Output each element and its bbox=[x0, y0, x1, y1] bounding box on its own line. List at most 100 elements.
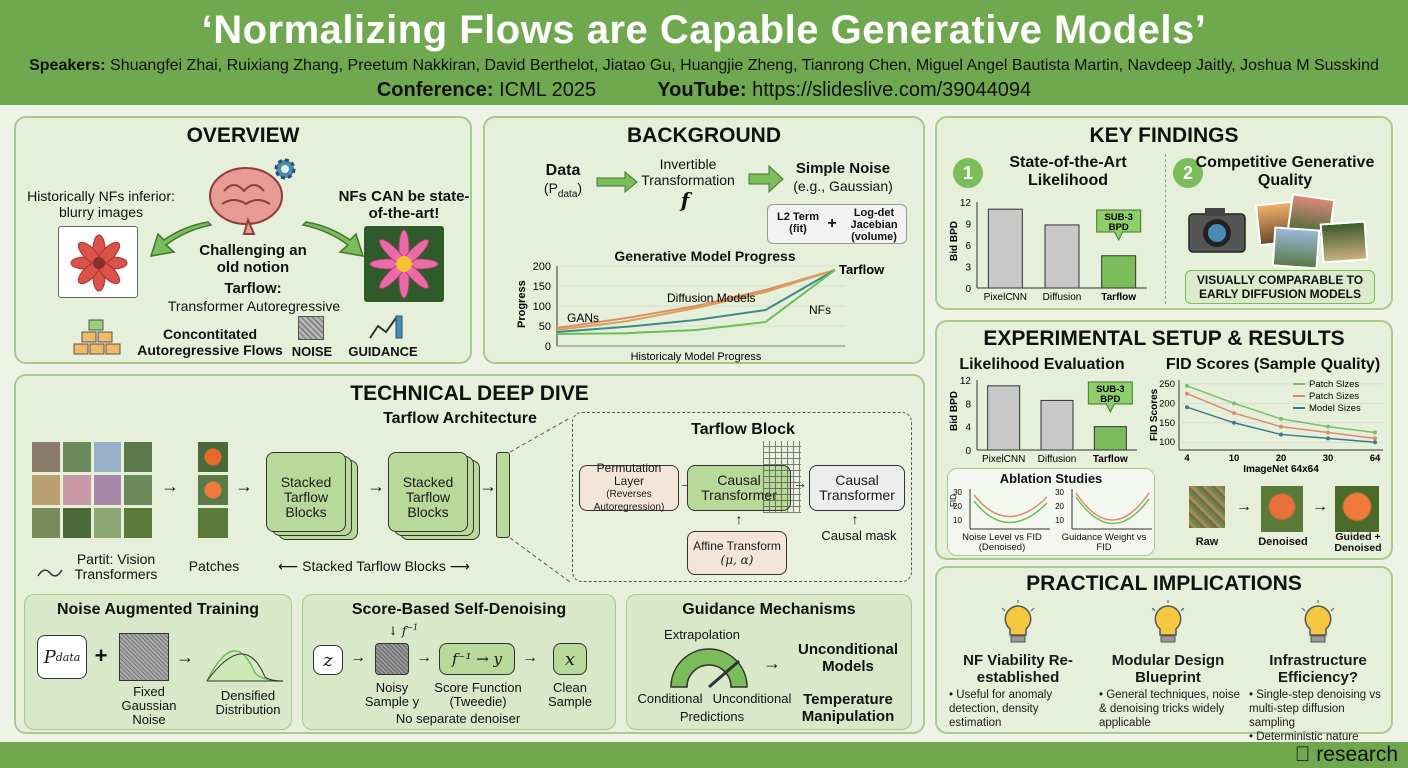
lightbulb-icon bbox=[1301, 600, 1335, 643]
finding-2-heading: Competitive Generative Quality bbox=[1195, 154, 1375, 189]
x-tick-label: 64 bbox=[1370, 453, 1381, 464]
arrow-noise-dist: → bbox=[176, 647, 194, 667]
l2-term: L2 Term (fit) bbox=[777, 211, 819, 235]
series-point bbox=[1185, 391, 1189, 396]
y-axis-label: Progress bbox=[516, 280, 528, 328]
ablation-chart-1: 30 20 10 FID bbox=[949, 488, 1050, 530]
findings-divider bbox=[1165, 154, 1166, 304]
series-line bbox=[556, 269, 836, 331]
series-point bbox=[1373, 436, 1377, 441]
findings-title: KEY FINDINGS bbox=[1089, 124, 1239, 147]
implications-panel: PRACTICAL IMPLICATIONS NF Viability Re-e… bbox=[935, 566, 1393, 743]
logdet-term: Log-det Jacebian (volume) bbox=[850, 207, 898, 243]
arrow-right-2 bbox=[748, 164, 784, 194]
implication-body: • Single-step denoising vs multi-step di… bbox=[1249, 689, 1381, 743]
patches-label: Patches bbox=[188, 558, 240, 574]
gaussian-noise-square bbox=[119, 633, 169, 681]
series-point bbox=[1185, 383, 1189, 388]
zoom-lines bbox=[509, 417, 571, 583]
x-tick-label: Tarflow bbox=[1101, 292, 1136, 303]
arrow-denoised-guided: → bbox=[1312, 498, 1328, 515]
series-point bbox=[1279, 424, 1283, 429]
sub3-badge-text: BPD bbox=[1100, 394, 1120, 405]
predictions-label: Predictions bbox=[679, 709, 745, 724]
implication-item: NF Viability Re-established• Useful for … bbox=[945, 600, 1091, 730]
annotation-diffusion: Diffusion Models bbox=[667, 291, 756, 305]
mask-grid-icon bbox=[763, 441, 801, 513]
finding-number-1: 1 bbox=[953, 158, 983, 188]
arrow-mask-up: ↑ bbox=[851, 511, 859, 527]
background-title: BACKGROUND bbox=[627, 124, 781, 147]
arrow-noisy-fn: → bbox=[416, 649, 432, 666]
loss-terms-box: L2 Term (fit) + Log-det Jacebian (volume… bbox=[767, 204, 907, 244]
guidance-label: GUIDANCE bbox=[348, 344, 418, 359]
likelihood-heading: Likelihood Evaluation bbox=[959, 356, 1125, 373]
guided-label: Guided + Denoised bbox=[1334, 531, 1382, 554]
sub3-badge-shape bbox=[1087, 381, 1133, 414]
x-tick-label: Diffusion bbox=[1038, 454, 1077, 465]
stacked-arrow-label: ⟵ Stacked Tarflow Blocks ⟶ bbox=[278, 558, 470, 574]
arrow-right-1 bbox=[596, 170, 638, 194]
denoised-label: Denoised bbox=[1258, 536, 1308, 548]
series-point bbox=[1279, 416, 1283, 421]
score-box: Score-Based Self-Denoising z → ↓ f−1 → f… bbox=[302, 594, 616, 730]
x-tick-label: 4 bbox=[1184, 453, 1190, 464]
page-title: ‘Normalizing Flows are Capable Generativ… bbox=[201, 8, 1207, 52]
series-point bbox=[1326, 430, 1330, 435]
y-tick-label: 12 bbox=[960, 376, 972, 387]
svg-text:10: 10 bbox=[1055, 516, 1064, 525]
y-tick-label: 100 bbox=[533, 301, 551, 313]
wave-icon bbox=[37, 569, 63, 577]
arrow-causal-causal: → bbox=[793, 475, 807, 491]
x-axis-label: ImageNet 64x64 bbox=[1243, 464, 1319, 475]
bar-diffusion bbox=[1040, 399, 1074, 451]
implication-heading: NF Viability Re-established bbox=[963, 652, 1073, 686]
lightbulb-icon bbox=[1001, 600, 1035, 643]
permutation-layer-box: Permutation Layer(Reverses Autoregressio… bbox=[579, 462, 679, 513]
svg-text:FID: FID bbox=[949, 494, 958, 507]
implication-heading: Infrastructure Efficiency? bbox=[1269, 652, 1367, 686]
series-point bbox=[1373, 430, 1377, 435]
implication-body: • Useful for anomaly detection, density … bbox=[949, 689, 1053, 729]
y-tick-label: 8 bbox=[965, 399, 971, 410]
noise-title: Simple Noise bbox=[795, 160, 891, 177]
raw-sample bbox=[1189, 486, 1225, 528]
y-axis-label: Bid BPD bbox=[949, 221, 960, 261]
implication-item: Modular Design Blueprint• General techni… bbox=[1095, 600, 1241, 730]
arrow-raw-denoised: → bbox=[1236, 498, 1252, 515]
noisy-sample-square bbox=[375, 643, 409, 675]
arrow-stack-stack: → bbox=[367, 476, 385, 496]
sota-note: NFs CAN be state-of-the-art! bbox=[338, 188, 470, 222]
chart-title: Generative Model Progress bbox=[614, 248, 796, 264]
output-bar bbox=[496, 452, 510, 538]
experiments-title: EXPERIMENTAL SETUP & RESULTS bbox=[983, 327, 1345, 350]
y-axis-label: Bid BPD bbox=[949, 391, 960, 431]
y-tick-label: 200 bbox=[1159, 398, 1175, 409]
bar-diffusion bbox=[1044, 224, 1080, 289]
ablation-heading: Ablation Studies bbox=[999, 471, 1103, 486]
image-grid bbox=[32, 442, 152, 538]
x-tick-label: Tarflow bbox=[1093, 454, 1128, 465]
clean-sample-label: Clean Sample bbox=[547, 680, 593, 709]
series-line bbox=[556, 269, 836, 335]
right-green-arrow bbox=[301, 221, 365, 257]
x-tick-label: Diffusion bbox=[1043, 292, 1082, 303]
score-fn-label: Score Function (Tweedie) bbox=[434, 680, 522, 709]
youtube-link[interactable]: https://slideslive.com/39044094 bbox=[752, 79, 1032, 101]
ablation-caption-2: Guidance Weight vs FID bbox=[1061, 532, 1147, 553]
implication-body: • General techniques, noise & denoising … bbox=[1099, 689, 1240, 729]
tarflow-block-title: Tarflow Block bbox=[691, 421, 795, 438]
unconditional-label: Unconditional bbox=[712, 691, 792, 706]
sub3-badge-text: SUB-3 bbox=[1096, 384, 1125, 395]
score-title: Score-Based Self-Denoising bbox=[351, 601, 567, 618]
f-symbol: f bbox=[680, 188, 690, 212]
svg-text:20: 20 bbox=[953, 502, 962, 511]
svg-text:10: 10 bbox=[953, 516, 962, 525]
stacked-blocks-1: Stacked Tarflow Blocks bbox=[266, 452, 346, 532]
concat-flows-label: Concontitated Autoregressive Flows bbox=[137, 326, 283, 358]
densified-label: Densified Distribution bbox=[215, 688, 281, 717]
x-axis-label: Historicaly Model Progress bbox=[631, 351, 762, 363]
conditional-label: Conditional bbox=[637, 691, 703, 706]
